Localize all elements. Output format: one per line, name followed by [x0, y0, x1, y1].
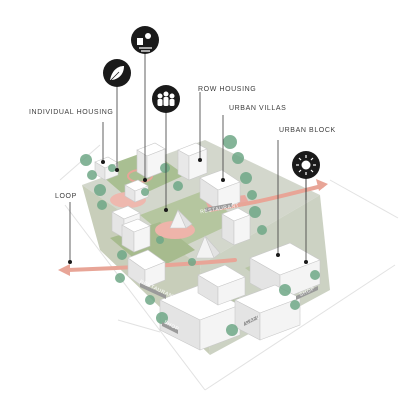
row-house-north-2: [177, 142, 208, 181]
villa-west-2: [121, 218, 151, 253]
street-lines: [59, 144, 399, 391]
bee-garden-icon: [131, 26, 159, 54]
urban-block-south-1: [159, 284, 241, 351]
leader-lines: [69, 53, 307, 262]
pins: [68, 158, 308, 264]
shop-awnings: [140, 203, 318, 334]
pyramid-2: [195, 235, 221, 259]
buildings: [94, 142, 321, 351]
loop-arrowhead-west: [58, 264, 70, 276]
villa-north: [199, 169, 241, 211]
urban-block-label: URBAN BLOCK: [279, 127, 336, 134]
pyramid-1: [169, 209, 193, 229]
sun-icon: [292, 151, 320, 179]
urban-villas-label: URBAN VILLAS: [229, 105, 287, 112]
row-house-north-1: [136, 142, 166, 179]
loop-arrowhead-east: [316, 179, 328, 191]
urban-block-mid: [197, 264, 246, 306]
row-housing-label: ROW HOUSING: [198, 86, 257, 93]
villa-south: [127, 249, 166, 289]
villa-east: [221, 207, 251, 246]
leaf-icon: [103, 59, 131, 87]
individual-housing-label: INDIVIDUAL HOUSING: [29, 109, 114, 116]
loop-label: LOOP: [55, 193, 77, 200]
people-icon: [152, 85, 180, 113]
trees: [80, 135, 320, 336]
